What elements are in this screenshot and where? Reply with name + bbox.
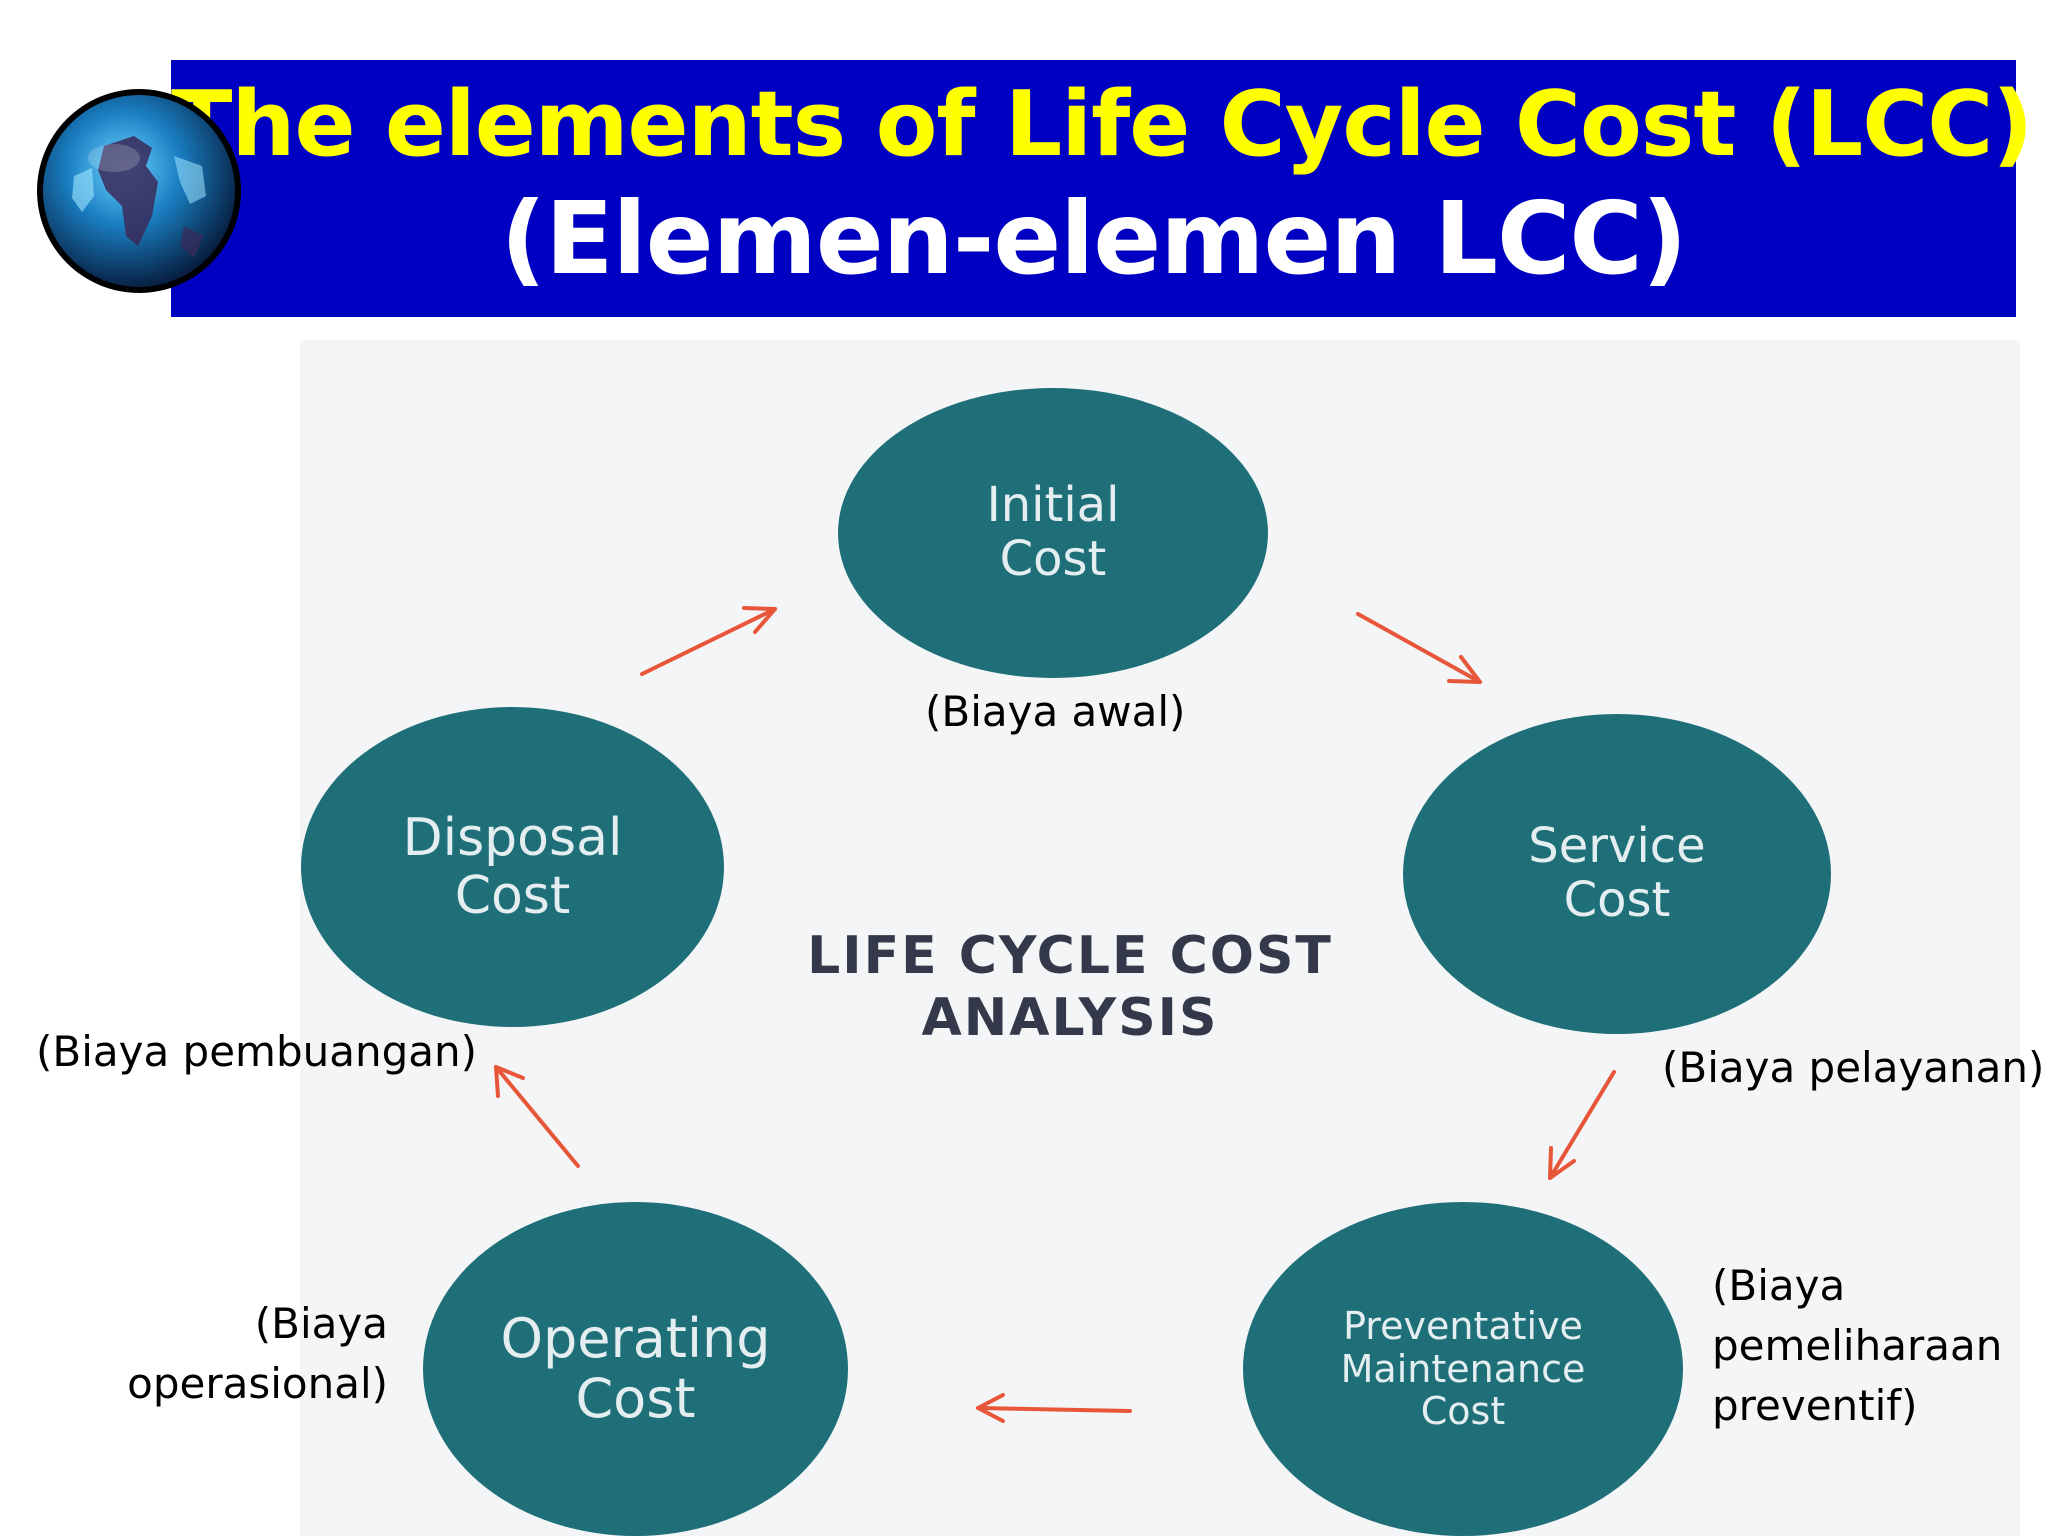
node-label-line: Cost bbox=[999, 531, 1107, 587]
annotation-line: (Biaya bbox=[1712, 1261, 1846, 1310]
annotation-line: pemeliharaan bbox=[1712, 1321, 2003, 1370]
node-service-cost: Service Cost bbox=[1403, 714, 1831, 1034]
annotation-initial-cost: (Biaya awal) bbox=[925, 682, 1185, 742]
node-disposal-cost: Disposal Cost bbox=[301, 707, 724, 1027]
annotation-line: (Biaya pelayanan) bbox=[1662, 1043, 2045, 1092]
annotation-preventative-cost: (Biaya pemeliharaan preventif) bbox=[1712, 1256, 2002, 1436]
diagram-center-label: LIFE CYCLE COST ANALYSIS bbox=[720, 925, 1420, 1049]
node-label-line: Service bbox=[1528, 818, 1706, 875]
node-label-line: Cost bbox=[454, 866, 571, 926]
annotation-line: (Biaya pembuangan) bbox=[36, 1027, 477, 1076]
annotation-line: (Biaya awal) bbox=[925, 687, 1186, 736]
annotation-service-cost: (Biaya pelayanan) bbox=[1662, 1038, 2044, 1098]
annotation-operating-cost: (Biaya operasional) bbox=[127, 1294, 388, 1414]
node-preventative-maintenance-cost: Preventative Maintenance Cost bbox=[1243, 1202, 1683, 1536]
node-label-line: Disposal bbox=[402, 807, 623, 868]
node-label-line: Cost bbox=[1420, 1389, 1506, 1434]
node-label-line: Operating bbox=[500, 1306, 771, 1370]
node-initial-cost: Initial Cost bbox=[838, 388, 1268, 678]
annotation-disposal-cost: (Biaya pembuangan) bbox=[36, 1022, 477, 1082]
annotation-line: operasional) bbox=[127, 1359, 388, 1408]
node-label-line: Cost bbox=[1563, 872, 1671, 928]
center-label-line: LIFE CYCLE COST bbox=[807, 926, 1333, 986]
annotation-line: preventif) bbox=[1712, 1381, 1918, 1430]
page-title: The elements of Life Cycle Cost (LCC) bbox=[171, 72, 2033, 177]
node-label-line: Cost bbox=[575, 1367, 696, 1430]
node-label-line: Maintenance bbox=[1340, 1346, 1586, 1391]
title-banner bbox=[171, 60, 2016, 317]
globe-icon bbox=[37, 89, 241, 293]
annotation-line: (Biaya bbox=[254, 1299, 388, 1348]
node-operating-cost: Operating Cost bbox=[423, 1202, 848, 1536]
node-label-line: Preventative bbox=[1343, 1304, 1583, 1349]
page-subtitle: (Elemen-elemen LCC) bbox=[500, 180, 1688, 297]
center-label-line: ANALYSIS bbox=[921, 988, 1219, 1048]
node-label-line: Initial bbox=[986, 477, 1120, 534]
